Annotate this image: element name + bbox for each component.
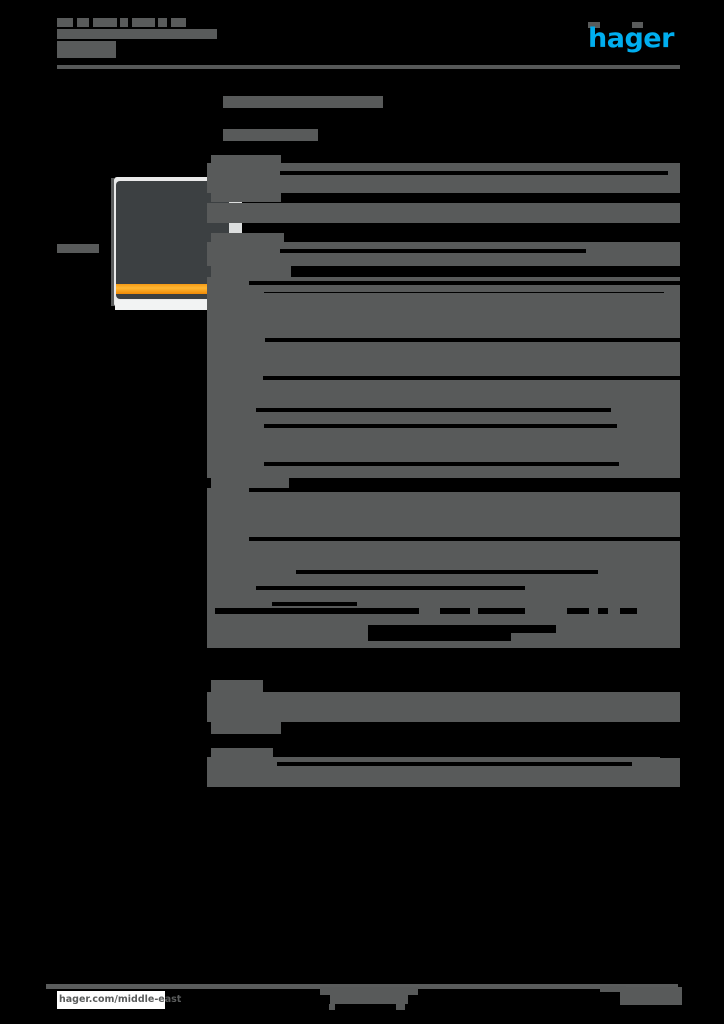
- content-gap: [263, 376, 680, 380]
- content-redaction-block: [207, 692, 680, 722]
- content-redaction-block: [211, 233, 284, 243]
- footer-center-redaction-block: [396, 1004, 405, 1010]
- content-gap: [249, 281, 680, 285]
- product-image-caption-text: [57, 244, 58, 245]
- logo-redaction-block: [632, 22, 643, 28]
- content-gap: [660, 748, 680, 758]
- content-redaction-block: [211, 680, 263, 692]
- title-redaction-block: [57, 18, 73, 27]
- footer-center-redaction-block: [320, 987, 418, 995]
- content-redaction-block: [223, 129, 318, 141]
- content-redaction-block: [211, 193, 281, 202]
- content-gap: [296, 570, 598, 574]
- content-gap: [256, 586, 525, 590]
- content-gap: [368, 633, 511, 641]
- content-gap: [440, 608, 470, 614]
- product-image-caption-redacted: [57, 244, 99, 253]
- content-gap: [368, 625, 556, 633]
- footer-divider: [46, 984, 678, 989]
- footer-center-redaction-block: [330, 995, 408, 1004]
- content-gap: [256, 408, 611, 412]
- content-redaction-block: [223, 96, 383, 108]
- content-gap: [265, 338, 680, 342]
- footer-center-redaction-block: [329, 1004, 335, 1010]
- content-redaction-block: [211, 265, 291, 277]
- content-gap: [249, 488, 680, 492]
- content-gap: [264, 424, 617, 428]
- title-redaction-block: [171, 18, 186, 27]
- hager-logo: hager: [588, 23, 674, 54]
- title-redaction-block: [93, 18, 117, 27]
- content-gap: [478, 608, 525, 614]
- content-gap: [280, 171, 668, 175]
- title-redaction-block: [132, 18, 155, 27]
- content-gap: [264, 462, 619, 466]
- footer-right-redaction-block: [600, 986, 626, 992]
- content-gap: [598, 608, 608, 614]
- content-redaction-block: [207, 163, 680, 193]
- content-gap: [272, 602, 357, 606]
- content-gap: [280, 249, 586, 253]
- logo-redaction-block: [588, 22, 600, 28]
- title-redaction-block: [57, 29, 217, 39]
- footer-right-redaction-block: [620, 987, 682, 1005]
- product-image-edge-shadow: [111, 178, 114, 306]
- product-orange-accent-stripe: [116, 284, 232, 294]
- content-redaction-block: [211, 718, 281, 734]
- product-image: [56, 88, 242, 310]
- content-redaction-block: [207, 560, 680, 588]
- content-gap: [249, 537, 680, 541]
- content-redaction-block: [207, 500, 680, 540]
- content-gap: [264, 292, 664, 293]
- title-redaction-block: [77, 18, 89, 27]
- content-gap: [567, 608, 589, 614]
- content-redaction-block: [211, 155, 281, 165]
- header-divider: [57, 65, 680, 69]
- content-gap: [277, 762, 632, 766]
- title-redaction-block: [158, 18, 167, 27]
- document-title-text: [0, 0, 1, 1]
- content-redaction-block: [211, 478, 289, 490]
- content-redaction-block: [207, 538, 680, 564]
- footer-url-background: [57, 991, 165, 1009]
- content-redaction-block: [207, 585, 680, 605]
- title-redaction-block: [57, 41, 116, 58]
- product-base-edge: [115, 300, 237, 310]
- title-redaction-block: [120, 18, 128, 27]
- content-gap: [620, 608, 637, 614]
- content-redaction-block: [207, 458, 680, 478]
- content-gap: [215, 608, 419, 614]
- content-redaction-block: [207, 203, 680, 223]
- content-redaction-block: [207, 242, 680, 266]
- footer-url-link[interactable]: hager.com/middle-east: [59, 994, 182, 1005]
- content-redaction-block: [207, 432, 680, 462]
